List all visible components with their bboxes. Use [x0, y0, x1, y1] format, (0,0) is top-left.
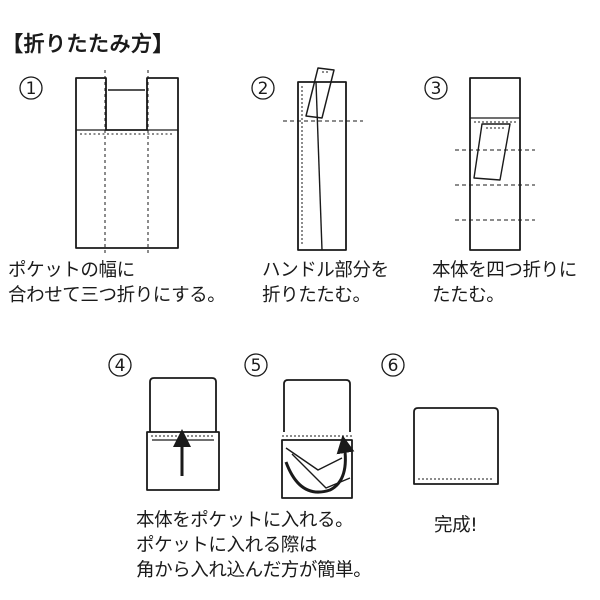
step-1-caption: ポケットの幅に 合わせて三つ折りにする。: [8, 260, 226, 306]
step-1-bag: [75, 70, 179, 256]
step-4-number: 4: [115, 356, 126, 376]
step-4-insert: [146, 377, 220, 491]
step-6-number: 6: [388, 356, 399, 376]
step-6-caption: 完成!: [434, 515, 478, 536]
step-2-caption: ハンドル部分を 折りたたむ。: [262, 260, 389, 306]
step-5-corner-insert: [281, 379, 355, 499]
step-6-finished: [413, 407, 499, 485]
step-5-number: 5: [251, 356, 262, 376]
page-title: 【折りたたみ方】: [2, 32, 174, 56]
step-2-number: 2: [258, 79, 269, 99]
step-3-quarter-fold: [455, 77, 535, 251]
step-3-number: 3: [431, 79, 442, 99]
step-4-caption: 本体をポケットに入れる。 ポケットに入れる際は 角から入れ込んだ方が簡単。: [136, 510, 372, 581]
step-2-folded: [283, 67, 363, 251]
step-3-caption: 本体を四つ折りに たたむ。: [432, 260, 577, 306]
step-1-number: 1: [26, 79, 37, 99]
